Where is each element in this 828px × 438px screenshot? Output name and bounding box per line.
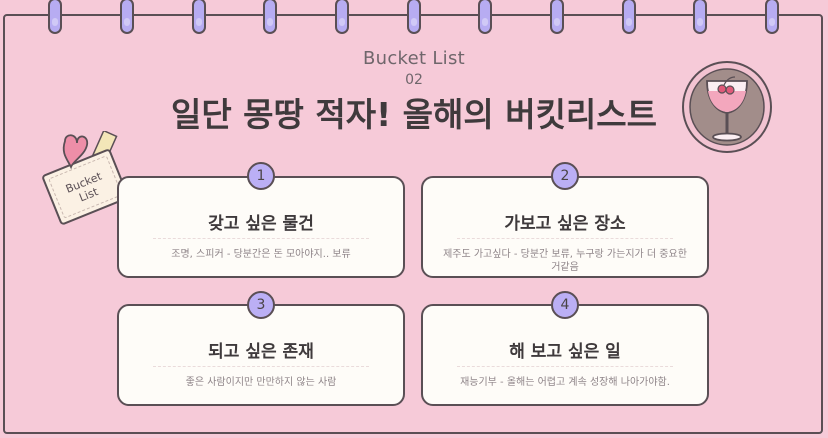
binder-ring bbox=[478, 0, 492, 34]
card-divider bbox=[457, 366, 673, 367]
binder-ring bbox=[335, 0, 349, 34]
bucket-card-2: 가보고 싶은 장소 제주도 가고싶다 - 당분간 보류, 누구랑 가는지가 더 … bbox=[421, 176, 709, 278]
card-title: 갖고 싶은 물건 bbox=[208, 214, 314, 234]
card-number-badge: 2 bbox=[551, 162, 579, 190]
card-number-badge: 3 bbox=[247, 291, 275, 319]
binder-ring bbox=[192, 0, 206, 34]
binder-ring bbox=[407, 0, 421, 34]
binder-ring bbox=[550, 0, 564, 34]
page-number: 02 bbox=[405, 72, 423, 88]
card-divider bbox=[153, 366, 369, 367]
bucket-card-3: 되고 싶은 존재 좋은 사람이지만 만만하지 않는 사람 bbox=[117, 304, 405, 406]
binder-ring bbox=[765, 0, 779, 34]
bucket-card-1: 갖고 싶은 물건 조명, 스피커 - 당분간은 돈 모아야지.. 보류 bbox=[117, 176, 405, 278]
card-title: 가보고 싶은 장소 bbox=[504, 214, 626, 234]
page-title: 일단 몽땅 적자! 올해의 버킷리스트 bbox=[170, 95, 658, 134]
binder-ring bbox=[263, 0, 277, 34]
card-text: 조명, 스피커 - 당분간은 돈 모아야지.. 보류 bbox=[171, 249, 351, 260]
binder-ring bbox=[48, 0, 62, 34]
binder-ring bbox=[120, 0, 134, 34]
card-divider bbox=[457, 238, 673, 239]
bucket-list-ticket-icon: Bucket List bbox=[42, 131, 129, 225]
binder-ring bbox=[622, 0, 636, 34]
page-subtitle: Bucket List bbox=[362, 48, 466, 69]
card-text: 재능기부 - 올해는 어렵고 계속 성장해 나아가야함. bbox=[460, 377, 670, 388]
card-title: 해 보고 싶은 일 bbox=[509, 342, 621, 362]
card-number-badge: 4 bbox=[551, 291, 579, 319]
card-divider bbox=[153, 238, 369, 239]
binder-ring bbox=[693, 0, 707, 34]
wine-glass-icon bbox=[682, 61, 772, 153]
card-title: 되고 싶은 존재 bbox=[208, 342, 314, 362]
bucket-card-4: 해 보고 싶은 일 재능기부 - 올해는 어렵고 계속 성장해 나아가야함. bbox=[421, 304, 709, 406]
card-text: 제주도 가고싶다 - 당분간 보류, 누구랑 가는지가 더 중요한거같음 bbox=[443, 249, 687, 273]
card-number-badge: 1 bbox=[247, 162, 275, 190]
card-text: 좋은 사람이지만 만만하지 않는 사람 bbox=[185, 377, 337, 388]
